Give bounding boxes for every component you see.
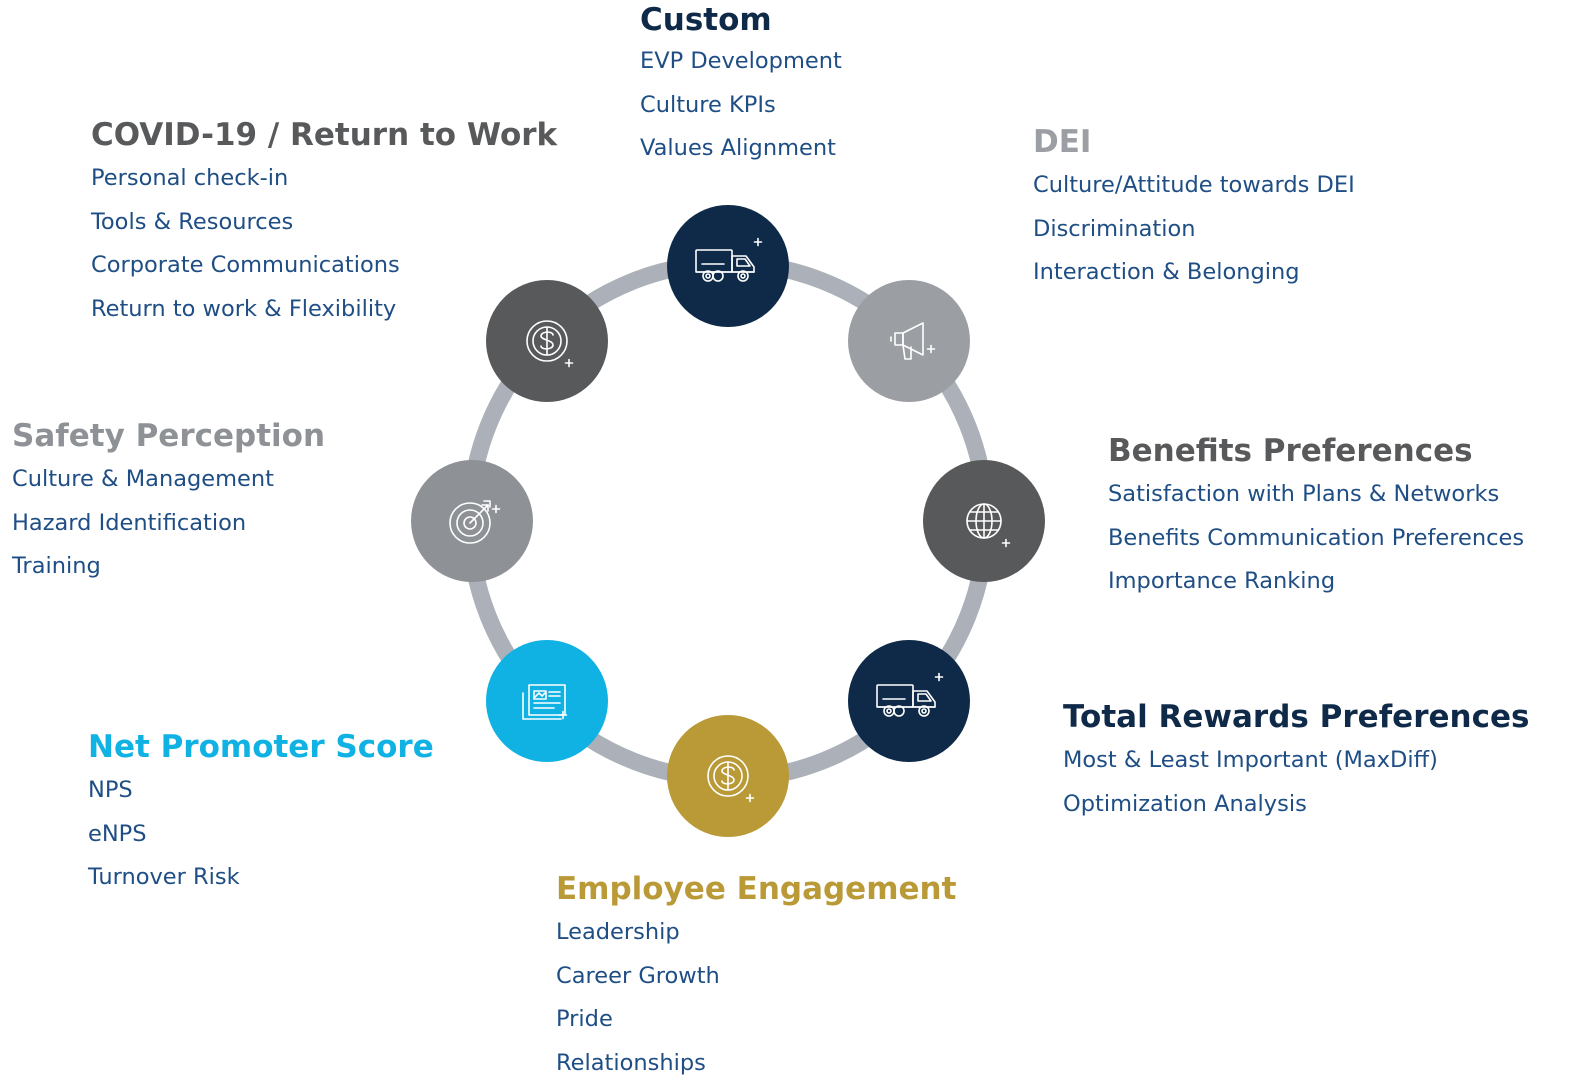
section-title-total-rewards: Total Rewards Preferences: [1063, 699, 1530, 735]
section-item: Return to work & Flexibility: [91, 295, 397, 322]
section-title-custom: Custom: [640, 2, 772, 38]
topic-nodes: [411, 205, 1045, 837]
section-title-benefits: Benefits Preferences: [1108, 433, 1473, 469]
globe-icon: [966, 503, 1011, 548]
truck-icon: [695, 237, 763, 282]
section-title-safety: Safety Perception: [12, 418, 326, 454]
section-items-total-rewards: Most & Least Important (MaxDiff) Optimiza…: [1063, 739, 1529, 826]
node-benefits: [923, 460, 1045, 582]
dollar-icon: [707, 755, 755, 803]
node-covid: [486, 280, 608, 402]
section-item: NPS: [88, 777, 133, 803]
section-title-dei: DEI: [1033, 124, 1092, 160]
section-item: Hazard Identification: [12, 509, 247, 536]
node-safety: [411, 460, 533, 582]
section-item: Leadership: [556, 919, 680, 945]
section-item: Corporate Communications: [91, 252, 400, 278]
node-circle: [667, 205, 789, 327]
section-items-dei: Culture/Attitude towards DEI Discriminati…: [1033, 164, 1355, 295]
section-item: Career Growth: [556, 962, 720, 989]
node-engagement: [667, 715, 789, 837]
target-icon: [449, 500, 501, 544]
section-total-rewards: Total Rewards Preferences Most & Least I…: [1063, 697, 1529, 826]
node-dei: [848, 280, 970, 402]
section-item: Culture/Attitude towards DEI: [1033, 172, 1355, 198]
section-title-covid: COVID-19 / Return to Work: [91, 117, 558, 153]
section-item: Discrimination: [1033, 215, 1196, 242]
section-item: Importance Ranking: [1108, 568, 1336, 594]
section-item: Pride: [556, 1006, 613, 1032]
section-item: Most & Least Important (MaxDiff): [1063, 747, 1438, 773]
section-item: Training: [12, 553, 101, 579]
truck-icon: [876, 672, 944, 717]
section-benefits: Benefits Preferences Satisfaction with P…: [1108, 431, 1524, 604]
section-dei: DEI Culture/Attitude towards DEI Discrimi…: [1033, 122, 1355, 295]
section-item: Benefits Communication Preferences: [1108, 524, 1525, 551]
section-item: Culture KPIs: [640, 91, 776, 118]
section-item: Tools & Resources: [91, 208, 294, 235]
node-nps: [486, 640, 608, 762]
section-item: Relationships: [556, 1049, 706, 1076]
section-item: Optimization Analysis: [1063, 790, 1307, 817]
section-covid: COVID-19 / Return to Work Personal check…: [91, 115, 557, 331]
megaphone-icon: [890, 322, 936, 360]
node-circle: [486, 640, 608, 762]
section-item: EVP Development: [640, 48, 842, 74]
node-circle: [848, 640, 970, 762]
section-item: Interaction & Belonging: [1033, 259, 1300, 285]
section-nps: Net Promoter Score NPS eNPS Turnover Risk: [88, 727, 434, 900]
node-custom: [667, 205, 789, 327]
section-title-engagement: Employee Engagement: [556, 871, 957, 907]
section-title-nps: Net Promoter Score: [88, 729, 434, 765]
dollar-icon: [526, 320, 574, 368]
node-circle: [848, 280, 970, 402]
section-item: Values Alignment: [640, 135, 836, 161]
newspaper-icon: [522, 684, 568, 720]
section-item: Culture & Management: [12, 466, 274, 492]
section-item: Turnover Risk: [88, 864, 240, 890]
section-item: eNPS: [88, 820, 147, 847]
node-total-rewards: [848, 640, 970, 762]
section-items-nps: NPS eNPS Turnover Risk: [88, 769, 434, 900]
section-item: Personal check-in: [91, 165, 289, 191]
section-item: Satisfaction with Plans & Networks: [1108, 481, 1500, 507]
